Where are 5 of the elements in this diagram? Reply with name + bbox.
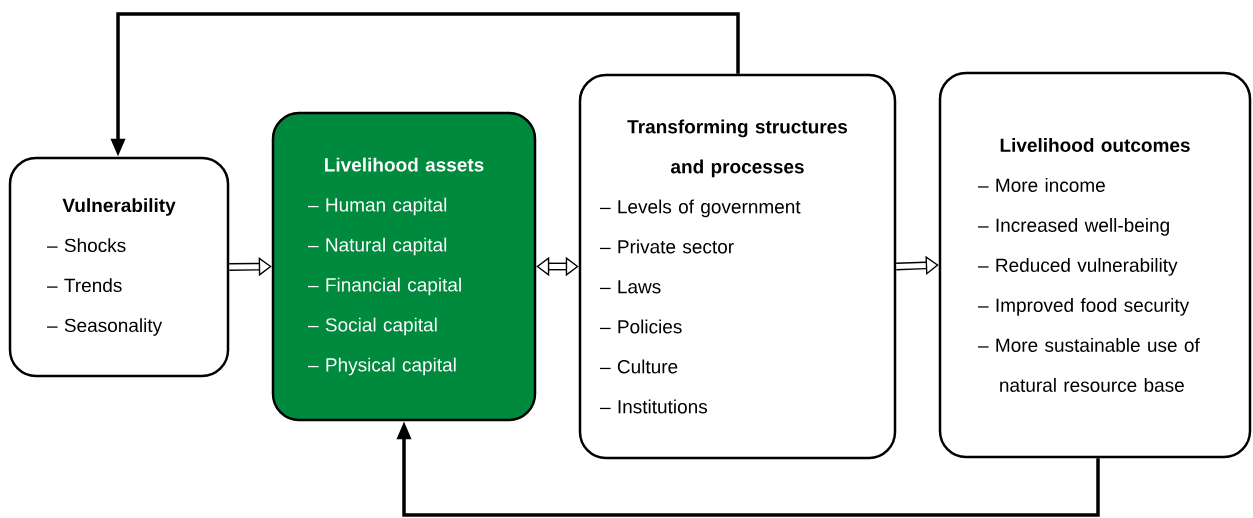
arrow: [536, 256, 579, 277]
text-box: Transforming structures and processes – Levels of government – Private sector – Laws – Policies – Culture – Institutions: [578, 73, 897, 460]
text-box: Livelihood assets – Human capital – Natural capital – Financial capital – Social capital – Physical capital: [271, 111, 537, 422]
text-box: Livelihood outcomes – More income – Increased well-being – Reduced vulnerability – Improved food security – More sustainable use of natural resource base: [938, 71, 1252, 459]
text-box: Vulnerability – Shocks – Trends – Seasonality: [8, 156, 230, 378]
